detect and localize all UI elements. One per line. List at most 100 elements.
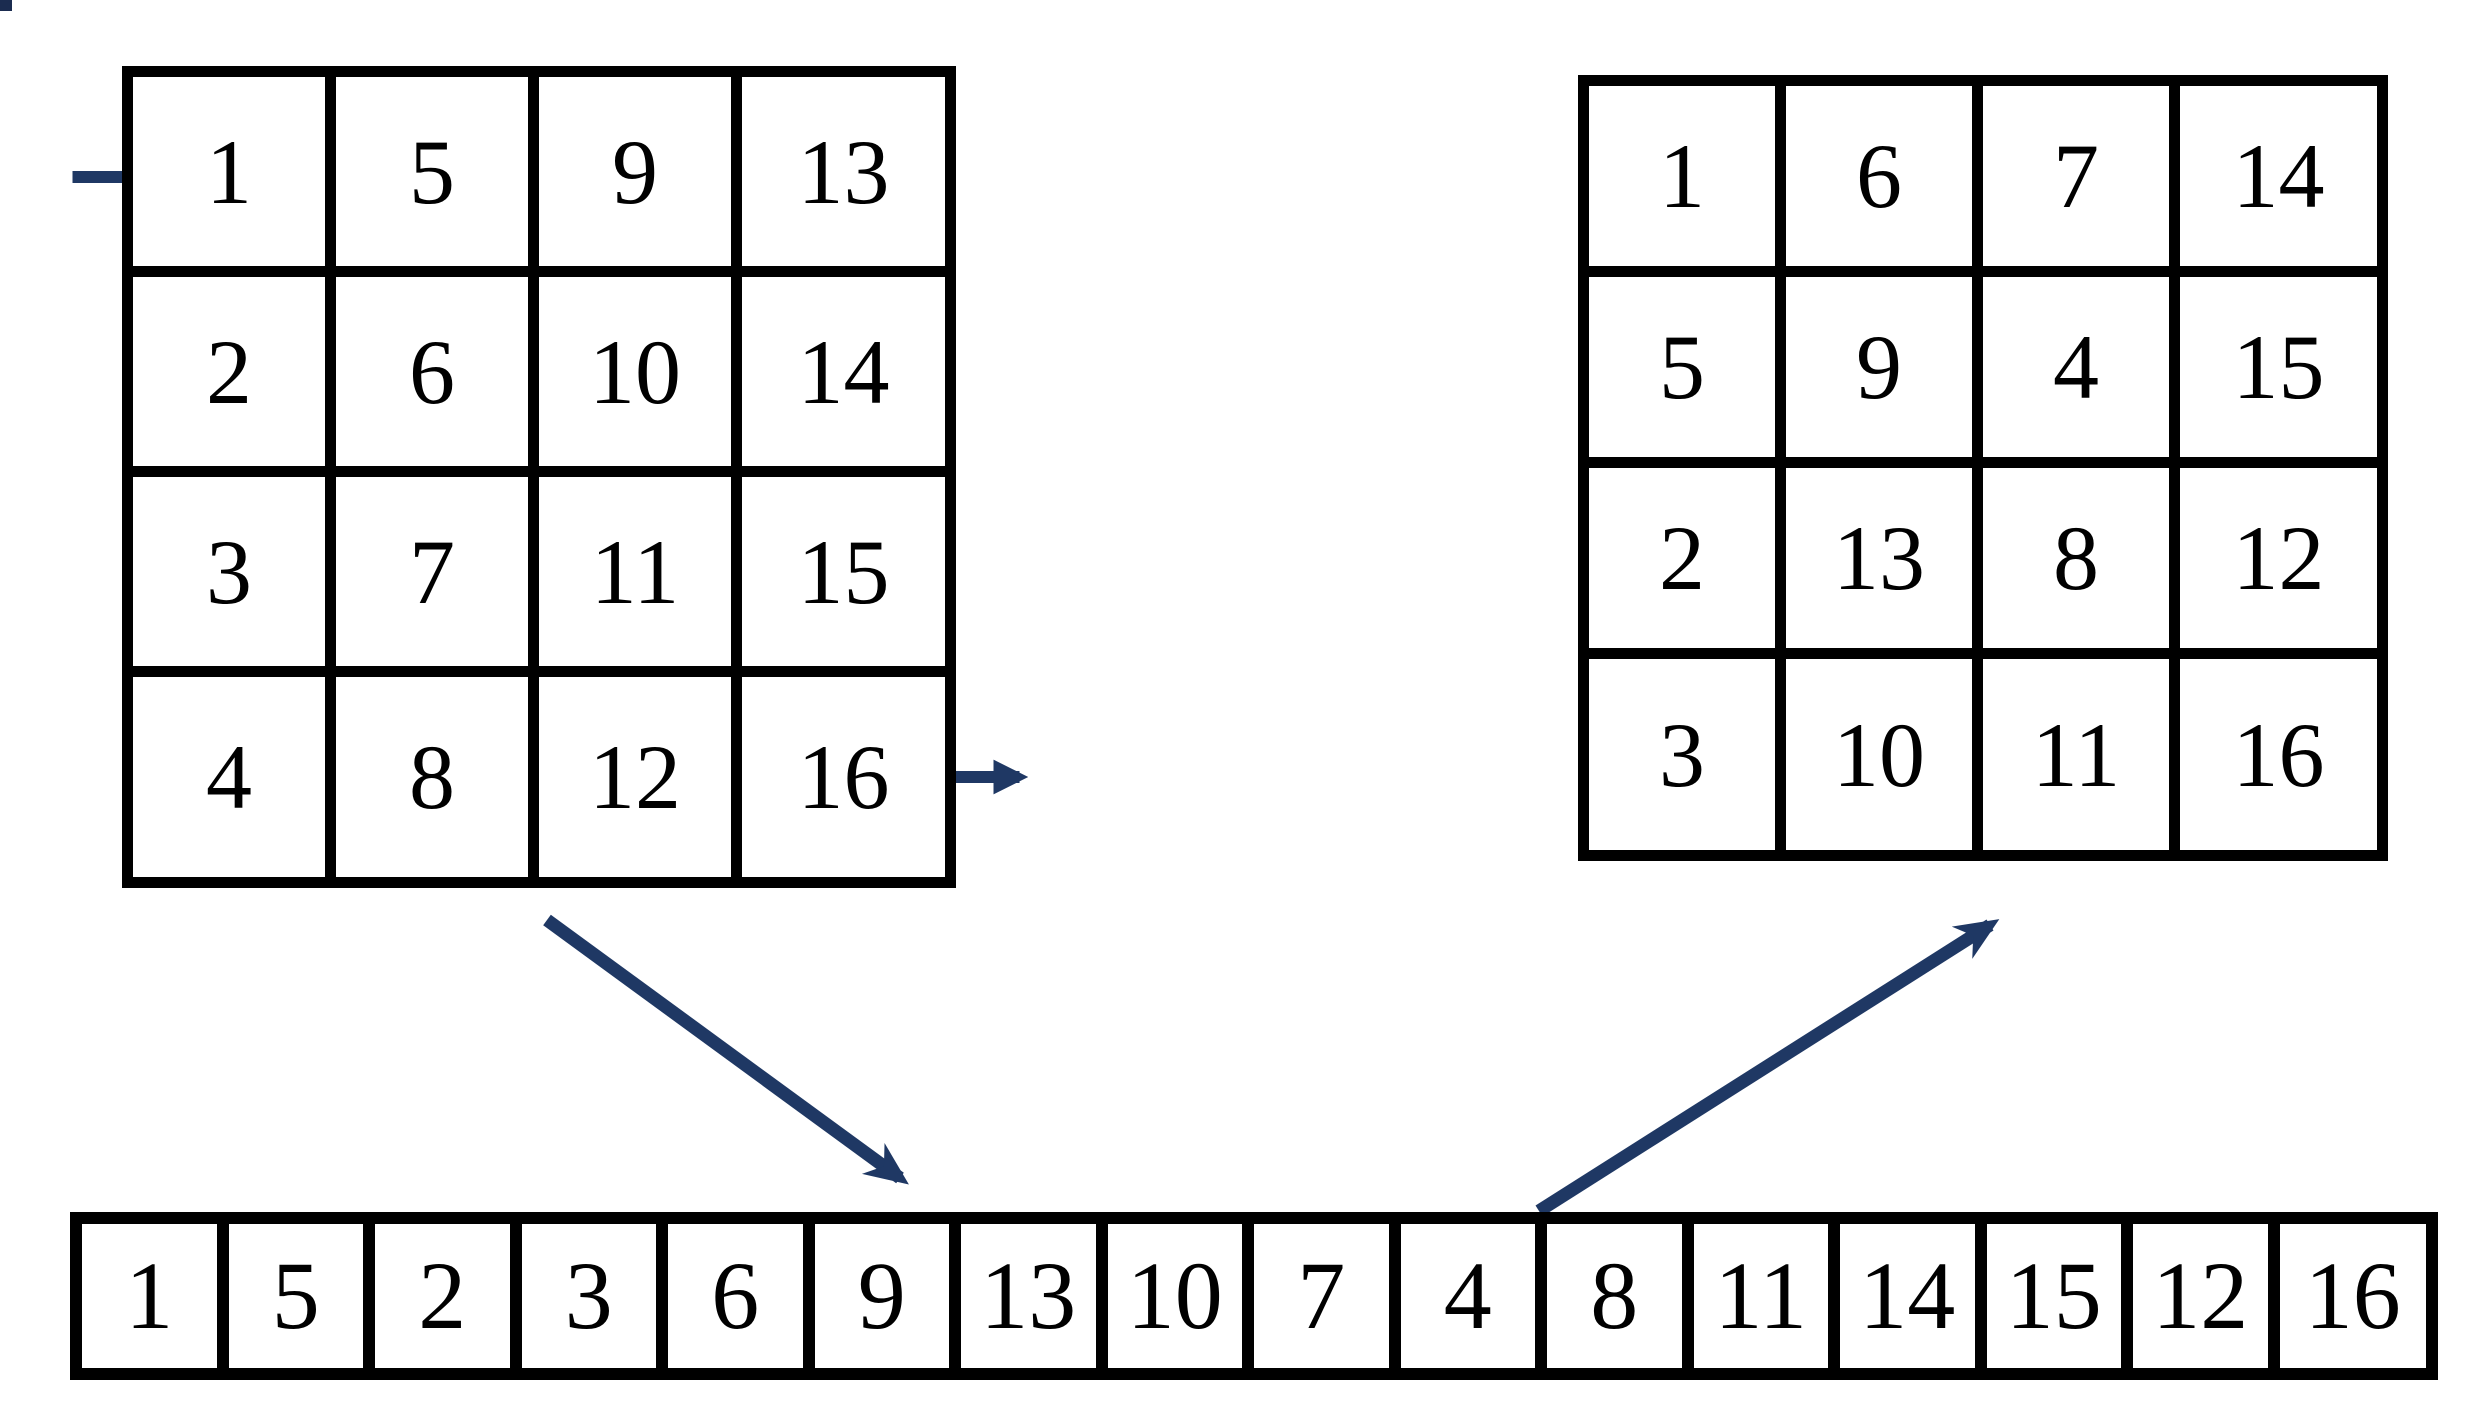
cell-value: 10 [1126,1242,1223,1349]
cell-value: 3 [206,520,252,623]
cell-value: 10 [1833,703,1925,806]
result-matrix-cell: 2 [1589,468,1786,659]
result-matrix-cell: 11 [1983,659,2180,850]
result-matrix-cell: 8 [1983,468,2180,659]
cell-value: 9 [612,120,658,223]
result-matrix-cell: 16 [2180,659,2377,850]
cell-value: 7 [1297,1242,1346,1349]
result-matrix-cell: 15 [2180,277,2377,468]
cell-value: 4 [206,726,252,828]
source-matrix-cell: 14 [742,277,945,477]
cell-value: 5 [271,1242,320,1349]
cell-value: 16 [2304,1242,2401,1349]
cell-value: 12 [2232,507,2325,609]
cell-value: 1 [206,120,252,223]
result-matrix-cell: 6 [1786,86,1983,277]
cell-value: 8 [2053,507,2099,609]
sequence-cell: 2 [375,1224,522,1368]
sequence-cell: 5 [229,1224,375,1368]
result-matrix-cell: 1 [1589,86,1786,277]
result-matrix-cell: 12 [2180,468,2377,659]
cell-value: 6 [409,320,455,423]
sequence-cell: 9 [815,1224,961,1368]
source-matrix-cell: 3 [133,477,336,677]
sequence-cell: 7 [1254,1224,1401,1368]
result-matrix-cell: 13 [1786,468,1983,659]
result-matrix-cell: 7 [1983,86,2180,277]
sequence-cell: 13 [961,1224,1108,1368]
sequence-cell: 15 [1987,1224,2133,1368]
cell-value: 2 [1659,507,1705,609]
result-matrix-cell: 9 [1786,277,1983,468]
sequence-cell: 6 [668,1224,815,1368]
source-matrix-cell: 9 [539,77,742,277]
cell-value: 16 [2232,703,2325,806]
cell-value: 7 [409,520,455,623]
source-matrix-cell: 8 [336,677,539,877]
cell-value: 11 [590,520,680,623]
cell-value: 1 [1659,125,1705,227]
cell-value: 1 [125,1242,174,1349]
cell-value: 9 [857,1242,906,1349]
sequence-cell: 1 [82,1224,229,1368]
cell-value: 9 [1856,316,1902,418]
cell-value: 14 [2232,125,2325,227]
source-matrix-cell: 4 [133,677,336,877]
cell-value: 4 [1443,1242,1492,1349]
cell-value: 13 [1833,507,1925,609]
cell-value: 15 [2005,1242,2102,1349]
result-matrix-cell: 14 [2180,86,2377,277]
cell-value: 11 [1714,1242,1807,1349]
source-matrix-cell: 2 [133,277,336,477]
source-matrix-cell: 6 [336,277,539,477]
sequence-cell: 14 [1840,1224,1987,1368]
sequence-cell: 4 [1401,1224,1547,1368]
cell-value: 8 [1590,1242,1639,1349]
result-matrix-cell: 3 [1589,659,1786,850]
source-matrix-cell: 10 [539,277,742,477]
result-matrix-cell: 10 [1786,659,1983,850]
source-matrix-cell: 11 [539,477,742,677]
cell-value: 15 [2232,316,2325,418]
source-matrix-cell: 1 [133,77,336,277]
corner-mark [0,0,12,11]
cell-value: 3 [1659,703,1705,806]
cell-value: 2 [418,1242,467,1349]
cell-value: 13 [797,120,890,223]
cell-value: 6 [711,1242,760,1349]
cell-value: 11 [2031,703,2121,806]
cell-value: 10 [589,320,681,423]
sequence-cell: 3 [522,1224,668,1368]
cell-value: 3 [564,1242,613,1349]
cell-value: 16 [797,726,890,828]
source-matrix-cell: 7 [336,477,539,677]
cell-value: 15 [797,520,890,623]
source-matrix-cell: 13 [742,77,945,277]
source-matrix-cell: 16 [742,677,945,877]
sequence-to-grid-arrow [1535,919,2000,1217]
result-matrix-cell: 4 [1983,277,2180,468]
cell-value: 8 [409,726,455,828]
cell-value: 14 [1859,1242,1956,1349]
cell-value: 7 [2053,125,2099,227]
cell-value: 5 [409,120,455,223]
sequence-cell: 8 [1547,1224,1694,1368]
cell-value: 14 [797,320,890,423]
cell-value: 13 [980,1242,1077,1349]
sequence-cell: 16 [2280,1224,2427,1368]
sequence-cell: 10 [1108,1224,1254,1368]
grid-to-sequence-arrow [543,914,909,1185]
cell-value: 4 [2053,316,2099,418]
cell-value: 2 [206,320,252,423]
cell-value: 12 [2152,1242,2249,1349]
cell-value: 12 [589,726,681,828]
sequence-cell: 12 [2133,1224,2280,1368]
source-matrix-cell: 5 [336,77,539,277]
cell-value: 5 [1659,316,1705,418]
sequence-cell: 11 [1694,1224,1840,1368]
source-matrix-cell: 12 [539,677,742,877]
